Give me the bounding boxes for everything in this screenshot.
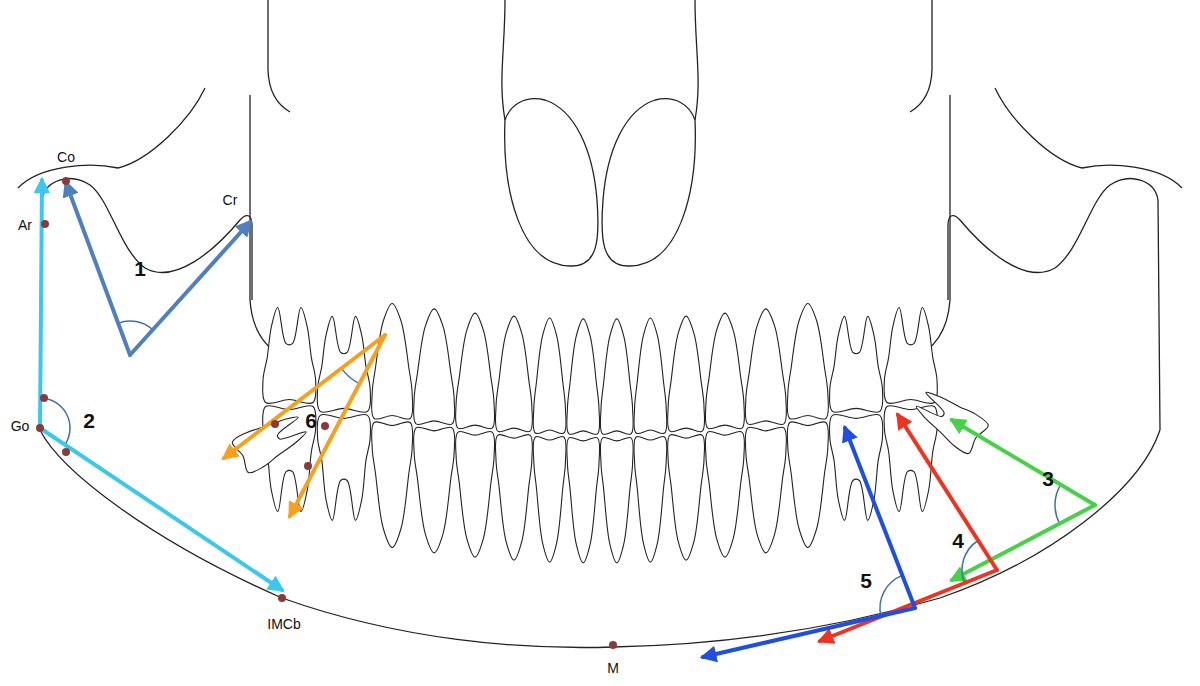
nasal-line [502,0,505,120]
measurement-arrow [224,335,385,458]
tooth-outline [263,308,316,404]
angle-arc [118,321,153,330]
callout-number: 6 [305,410,317,431]
tooth-outline [372,303,413,419]
landmark-label: Ar [18,218,32,232]
callout-number: 1 [134,258,146,279]
callout-number: 2 [83,410,95,431]
measurement-arrow [703,608,915,657]
measurement-arrow [952,505,1095,580]
landmark-dot [278,594,286,602]
measurement-arrow [130,222,250,355]
tooth-outline [829,316,882,412]
landmark-dot [271,420,279,428]
angle-arc [1055,485,1061,524]
measurement-arrow [845,428,915,608]
nasal-cavity [602,99,695,266]
landmark-dot [36,424,44,432]
tooth-outline [533,318,566,434]
angle-arc [341,368,359,383]
landmark-label: Co [57,150,75,164]
callout-number: 3 [1042,468,1054,489]
third-molar [910,383,990,455]
tooth-outline [372,422,413,548]
mandible-ramus [948,179,1160,430]
callout-number: 4 [952,530,964,551]
tooth-outline [414,309,455,425]
tooth-outline [705,313,744,429]
tooth-outline [668,435,705,561]
glenoid-fossa [1082,165,1182,188]
third-molar [231,407,311,474]
tooth-outline [495,435,532,561]
tooth-outline [533,436,566,562]
measurement-arrow [66,183,130,355]
maxilla-line [250,95,290,360]
tooth-outline [787,303,828,419]
measurement-arrow [40,428,282,590]
measurement-arrow [290,335,385,516]
nasal-cavity [505,99,598,266]
measurement-arrow [952,420,1095,505]
landmark-dot [62,448,70,456]
landmark-dot [609,641,617,649]
zygoma-line [995,88,1082,168]
tooth-outline [668,316,705,432]
tooth-outline [414,427,455,553]
zygoma-line [118,88,205,168]
tooth-outline [787,422,828,548]
landmark-dot [41,220,49,228]
landmark-dot [304,462,312,470]
landmark-label: IMCb [267,617,300,631]
tooth-outline [705,431,744,557]
nasal-line [695,0,698,120]
angle-group [40,180,1095,657]
teeth-group [231,303,990,562]
measurement-arrow [40,180,42,428]
tooth-outline [745,427,786,553]
tooth-outline [495,316,532,432]
measurement-arrow [898,415,997,570]
landmark-label: Go [11,419,30,433]
landmark-dot [321,422,329,430]
maxilla-line [910,95,950,360]
tooth-outline [745,309,786,425]
tooth-outline [317,414,370,520]
orbit-line [268,0,290,112]
orbit-line [910,0,932,112]
tooth-outline [600,319,633,435]
landmark-group [36,177,617,649]
tooth-outline [600,437,633,563]
landmark-dot [62,177,70,185]
tooth-outline [634,436,667,562]
measurement-arrow [820,570,997,641]
skull-outline [18,0,1182,647]
tooth-outline [884,308,937,404]
mandible-ramus [40,179,252,430]
callout-number: 5 [860,570,872,591]
tooth-outline [456,313,495,429]
tooth-outline [567,437,600,563]
landmark-label: M [607,661,619,675]
landmark-dot [40,394,48,402]
landmark-label: Cr [223,193,238,207]
tooth-outline [456,431,495,557]
tooth-outline [634,318,667,434]
tooth-outline [567,319,600,435]
